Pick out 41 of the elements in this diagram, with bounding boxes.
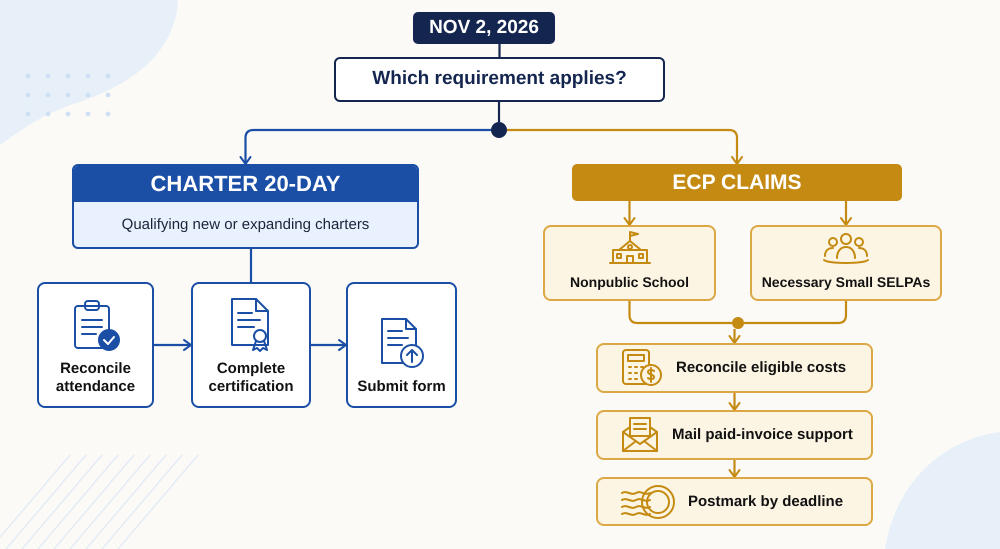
step-label: Complete certification xyxy=(207,360,295,396)
option-box xyxy=(750,225,942,301)
connector-line xyxy=(628,301,732,324)
step-box xyxy=(596,343,873,393)
step-label: Reconcile attendance xyxy=(54,360,136,396)
arrow xyxy=(728,460,740,478)
arrow xyxy=(840,201,852,226)
arrow xyxy=(728,393,740,411)
connector-line xyxy=(250,249,252,282)
connector-line xyxy=(498,102,500,122)
question-text: Which requirement applies? xyxy=(372,68,627,91)
option-label: Necessary Small SELPAs xyxy=(762,274,930,291)
arrow xyxy=(240,128,491,165)
step-label: Reconcile eligible costs xyxy=(676,359,846,377)
arrow xyxy=(728,329,740,344)
option-label: Nonpublic School xyxy=(570,274,689,291)
charter-box xyxy=(72,164,419,249)
step-box xyxy=(191,282,311,408)
step-label: Submit form xyxy=(357,378,446,396)
junction-dot xyxy=(732,317,744,329)
date-banner xyxy=(413,12,555,44)
date-text: NOV 2, 2026 xyxy=(429,16,539,40)
category-banner xyxy=(572,164,902,201)
step-box xyxy=(596,410,873,460)
step-box xyxy=(346,282,457,408)
connector-line xyxy=(498,44,501,57)
step-box xyxy=(37,282,154,408)
junction-dot xyxy=(491,122,507,138)
arrow xyxy=(311,339,347,351)
step-label: Mail paid-invoice support xyxy=(672,426,853,444)
step-label: Postmark by deadline xyxy=(688,492,844,510)
arrow xyxy=(507,128,743,165)
description-text: Qualifying new or expanding charters xyxy=(122,216,370,234)
arrow xyxy=(154,339,192,351)
question-box xyxy=(334,57,665,102)
connector-line xyxy=(744,301,848,324)
step-box xyxy=(596,477,873,526)
category-title: ECP CLAIMS xyxy=(672,170,802,196)
arrow xyxy=(624,201,636,226)
option-box xyxy=(543,225,716,301)
header-band: CHARTER 20-DAY xyxy=(74,166,417,202)
